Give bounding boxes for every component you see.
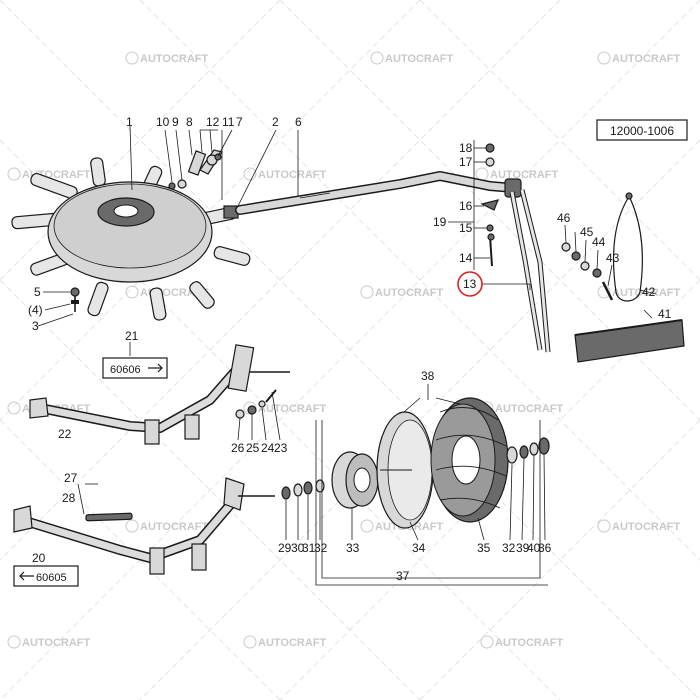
main-shaft: [235, 170, 522, 215]
callout-40: 40: [527, 541, 541, 555]
callout-16: 16: [459, 199, 473, 213]
callout-labels: 1 2 3 (4) 5 6 7 8 9 10 11 12 13 14 15 16…: [28, 115, 672, 583]
callout-19: 19: [433, 215, 447, 229]
watermark-text: AUTOCRAFT: [385, 53, 454, 65]
callout-29: 29: [278, 541, 292, 555]
callout-15: 15: [459, 221, 473, 235]
callout-45: 45: [580, 225, 594, 239]
guard-plate: [574, 319, 685, 363]
callout-42: 42: [642, 285, 656, 299]
watermark-text: AUTOCRAFT: [258, 169, 327, 181]
callout-24: 24: [261, 441, 275, 455]
callout-38: 38: [421, 369, 435, 383]
callout-18: 18: [459, 141, 473, 155]
ref-lower-text: 60605: [36, 572, 67, 584]
wheel-hub-part: [331, 451, 379, 509]
callout-36: 36: [538, 541, 552, 555]
callout-37: 37: [396, 569, 410, 583]
callout-12: 12: [206, 115, 220, 129]
callout-7: 7: [236, 115, 243, 129]
watermark-text: AUTOCRAFT: [140, 53, 209, 65]
lower-frame-arm: [13, 477, 275, 575]
drawing-number: 12000-1006: [610, 124, 674, 138]
callout-23: 23: [274, 441, 288, 455]
callout-31: 31: [302, 541, 316, 555]
watermark-text: AUTOCRAFT: [22, 637, 91, 649]
watermark-text: AUTOCRAFT: [258, 637, 327, 649]
watermark-text: AUTOCRAFT: [612, 521, 681, 533]
ref-upper-text: 60606: [110, 364, 141, 376]
callout-21: 21: [125, 329, 139, 343]
tine-wheel: [11, 157, 251, 321]
callout-9: 9: [172, 115, 179, 129]
callout-25: 25: [246, 441, 260, 455]
watermark-text: AUTOCRAFT: [612, 53, 681, 65]
callout-11: 11: [222, 115, 235, 129]
wheel-bolt-assembly: [70, 287, 80, 312]
watermark-text: AUTOCRAFT: [490, 169, 559, 181]
callout-43: 43: [606, 251, 620, 265]
tyre: [430, 397, 509, 523]
upper-fasteners: [235, 389, 277, 419]
callout-35: 35: [477, 541, 491, 555]
callout-44: 44: [592, 235, 606, 249]
wheel-assembly: [281, 397, 550, 529]
callout-2: 2: [272, 115, 279, 129]
callout-4: (4): [28, 303, 43, 317]
callout-39: 39: [516, 541, 530, 555]
watermark-text: AUTOCRAFT: [495, 637, 564, 649]
callout-6: 6: [295, 115, 302, 129]
spring-loop: [612, 192, 643, 302]
callout-20: 20: [32, 551, 46, 565]
drawing-number-box: 12000-1006: [596, 119, 688, 141]
callout-1: 1: [126, 115, 133, 129]
watermark-text: AUTOCRAFT: [140, 521, 209, 533]
callout-10: 10: [156, 115, 170, 129]
callout-34: 34: [412, 541, 426, 555]
callout-26: 26: [231, 441, 245, 455]
callout-5: 5: [34, 285, 41, 299]
loose-pin: [85, 512, 133, 522]
callout-46: 46: [557, 211, 571, 225]
callout-30: 30: [291, 541, 305, 555]
callout-28: 28: [62, 491, 76, 505]
bolt-set: [561, 242, 614, 301]
watermark-text: AUTOCRAFT: [375, 287, 444, 299]
callout-32: 32: [314, 541, 328, 555]
callout-14: 14: [459, 251, 473, 265]
callout-8: 8: [186, 115, 193, 129]
fastener-stack: [480, 143, 499, 267]
callout-32-right: 32: [502, 541, 516, 555]
callout-33: 33: [346, 541, 360, 555]
rim-disc: [376, 411, 434, 529]
leader-lines: [37, 125, 657, 586]
ref-box-upper: 60606: [102, 357, 168, 379]
callout-41: 41: [658, 307, 672, 321]
callout-17: 17: [459, 155, 473, 169]
upper-frame-arm: [29, 344, 290, 445]
watermark-text: AUTOCRAFT: [495, 403, 564, 415]
watermarks: AUTOCRAFT AUTOCRAFT AUTOCRAFT AUTOCRAFT …: [7, 51, 681, 649]
callout-13: 13: [463, 277, 477, 291]
watermark-text: AUTOCRAFT: [258, 403, 327, 415]
watermark-text: AUTOCRAFT: [612, 287, 681, 299]
callout-22: 22: [58, 427, 72, 441]
callout-27: 27: [64, 471, 78, 485]
ref-box-lower: 60605: [13, 565, 79, 587]
spring-tine: [509, 189, 551, 353]
callout-3: 3: [32, 319, 39, 333]
highlight-circle: [457, 271, 483, 297]
